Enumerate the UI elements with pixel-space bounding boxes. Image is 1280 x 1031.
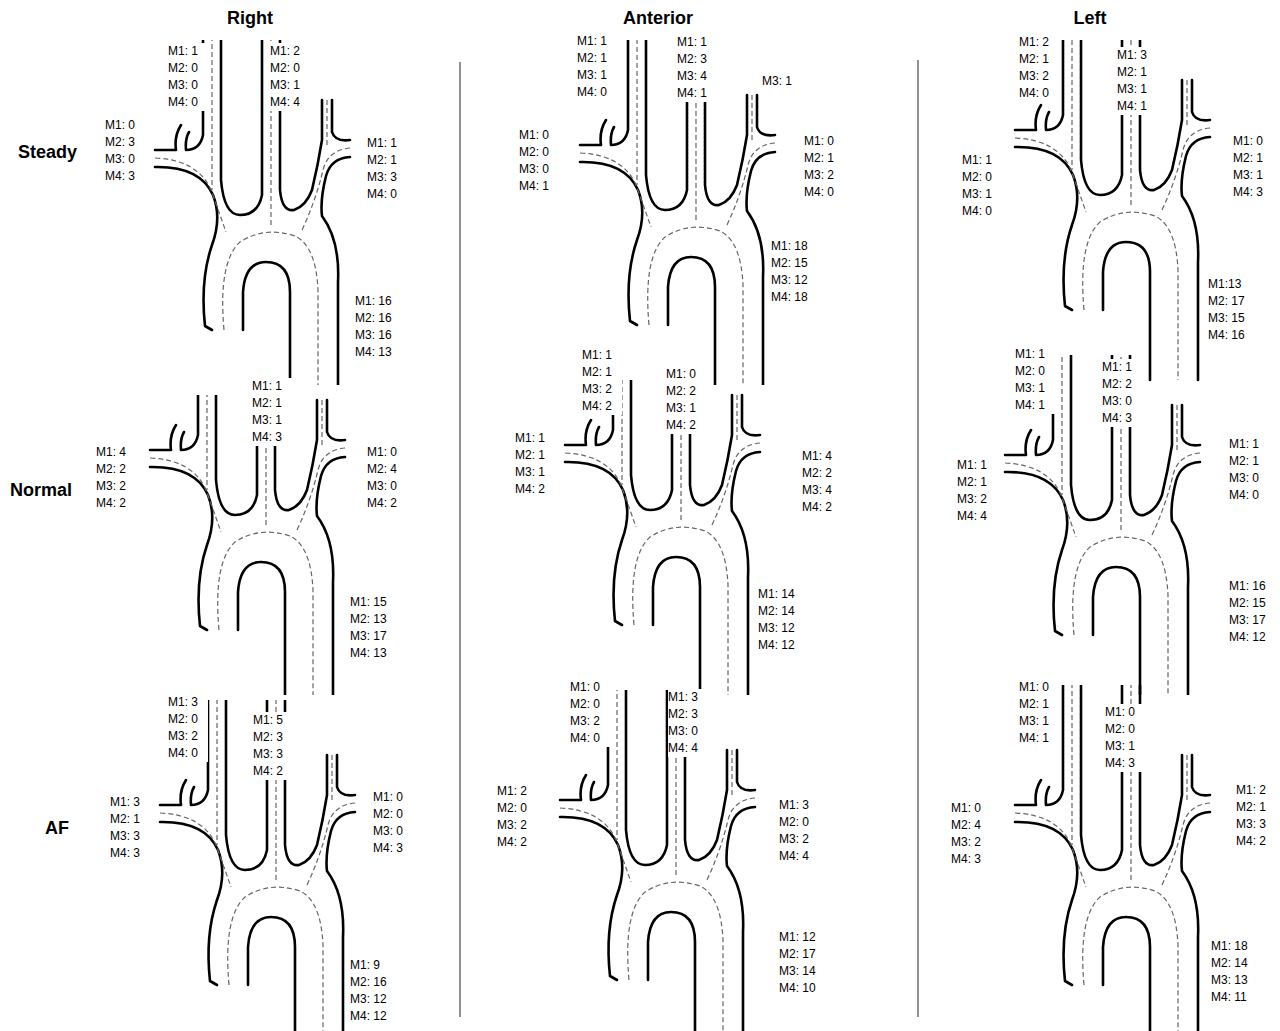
arch-panel	[150, 395, 345, 695]
measurement-values: M1: 1 M2: 3 M3: 4 M4: 1	[677, 34, 717, 102]
row-heading: Steady	[18, 141, 77, 163]
arch-panel	[1015, 685, 1210, 1031]
measurement-values: M1: 2 M2: 0 M3: 2 M4: 2	[497, 783, 537, 851]
measurement-values: M1: 5 M2: 3 M3: 3 M4: 2	[253, 712, 293, 780]
measurement-values: M1: 0 M2: 0 M3: 0 M4: 3	[373, 789, 413, 857]
measurement-values: M1: 3 M2: 1 M3: 3 M4: 3	[110, 794, 150, 862]
measurement-values: M1: 4 M2: 2 M3: 4 M4: 2	[802, 448, 842, 516]
measurement-values: M1: 4 M2: 2 M3: 2 M4: 2	[96, 444, 136, 512]
measurement-values: M1: 18 M2: 15 M3: 12 M4: 18	[771, 238, 811, 306]
aortic-arch	[1015, 685, 1210, 1031]
measurement-values: M1: 1 M2: 1 M3: 1 M4: 2	[515, 430, 555, 498]
measurement-values: M1: 2 M2: 1 M3: 2 M4: 0	[1019, 34, 1059, 102]
column-divider	[917, 60, 918, 1017]
aortic-arch	[150, 395, 345, 695]
aortic-arch	[1015, 40, 1210, 380]
measurement-values: M1: 0 M2: 4 M3: 2 M4: 3	[951, 800, 991, 868]
measurement-values: M1: 3 M2: 1 M3: 1 M4: 1	[1117, 47, 1157, 115]
measurement-values: M1: 15 M2: 13 M3: 17 M4: 13	[350, 594, 390, 662]
measurement-values: M1: 0 M2: 1 M3: 2 M4: 0	[804, 133, 844, 201]
aortic-arch	[1005, 355, 1200, 695]
arch-panel	[565, 380, 760, 695]
measurement-values: M1: 2 M2: 1 M3: 3 M4: 2	[1236, 782, 1276, 850]
arch-panel	[155, 40, 350, 385]
measurement-values: M1: 1 M2: 1 M3: 1 M4: 0	[577, 33, 617, 101]
measurement-values: M1: 0 M2: 4 M3: 0 M4: 2	[367, 444, 407, 512]
measurement-values: M1: 0 M2: 0 M3: 0 M4: 1	[519, 127, 559, 195]
measurement-values: M1: 1 M2: 2 M3: 0 M4: 3	[1102, 359, 1142, 427]
measurement-values: M1: 1 M2: 0 M3: 1 M4: 1	[1015, 346, 1055, 414]
aortic-arch	[560, 690, 755, 1031]
measurement-values: M1:13 M2: 17 M3: 15 M4: 16	[1208, 276, 1248, 344]
arch-panel	[1015, 40, 1210, 380]
measurement-values: M1: 16 M2: 16 M3: 16 M4: 13	[355, 293, 395, 361]
measurement-values: M1: 3 M2: 0 M3: 2 M4: 0	[168, 694, 208, 762]
measurement-values: M1: 0 M2: 0 M3: 1 M4: 3	[1105, 704, 1145, 772]
measurement-values: M1: 3 M2: 3 M3: 0 M4: 4	[668, 689, 708, 757]
measurement-values: M1: 0 M2: 3 M3: 0 M4: 3	[105, 117, 145, 185]
arch-panel	[1005, 355, 1200, 695]
measurement-values: M1: 3 M2: 0 M3: 2 M4: 4	[779, 797, 819, 865]
measurement-values: M1: 12 M2: 17 M3: 14 M4: 10	[779, 929, 819, 997]
measurement-values: M1: 1 M2: 1 M3: 0 M4: 0	[1229, 436, 1269, 504]
measurement-values: M1: 9 M2: 16 M3: 12 M4: 12	[350, 957, 390, 1025]
aortic-arch	[160, 700, 355, 1031]
row-heading: Normal	[10, 479, 72, 501]
measurement-values: M3: 1	[762, 73, 802, 90]
arch-panel	[160, 700, 355, 1031]
measurement-values: M1: 1 M2: 1 M3: 3 M4: 0	[367, 135, 407, 203]
measurement-values: M1: 0 M2: 1 M3: 1 M4: 1	[1019, 679, 1059, 747]
measurement-values: M1: 0 M2: 0 M3: 2 M4: 0	[570, 679, 610, 747]
aortic-arch	[155, 40, 350, 385]
arch-panel	[560, 690, 755, 1031]
measurement-values: M1: 0 M2: 1 M3: 1 M4: 3	[1233, 133, 1273, 201]
measurement-values: M1: 1 M2: 1 M3: 2 M4: 2	[582, 347, 622, 415]
measurement-values: M1: 1 M2: 0 M3: 1 M4: 0	[962, 152, 1002, 220]
row-heading: AF	[45, 817, 69, 839]
measurement-values: M1: 14 M2: 14 M3: 12 M4: 12	[758, 586, 798, 654]
measurement-values: M1: 1 M2: 0 M3: 0 M4: 0	[168, 43, 208, 111]
measurement-values: M1: 1 M2: 1 M3: 1 M4: 3	[252, 378, 292, 446]
measurement-values: M1: 0 M2: 2 M3: 1 M4: 2	[666, 366, 706, 434]
measurement-values: M1: 18 M2: 14 M3: 13 M4: 11	[1211, 938, 1251, 1006]
aortic-arch	[565, 380, 760, 695]
measurement-values: M1: 16 M2: 15 M3: 17 M4: 12	[1229, 578, 1269, 646]
column-heading: Anterior	[623, 7, 693, 29]
measurement-values: M1: 2 M2: 0 M3: 1 M4: 4	[270, 43, 310, 111]
column-divider	[459, 62, 460, 1017]
column-heading: Right	[227, 7, 273, 29]
column-heading: Left	[1074, 7, 1107, 29]
measurement-values: M1: 1 M2: 1 M3: 2 M4: 4	[957, 457, 997, 525]
